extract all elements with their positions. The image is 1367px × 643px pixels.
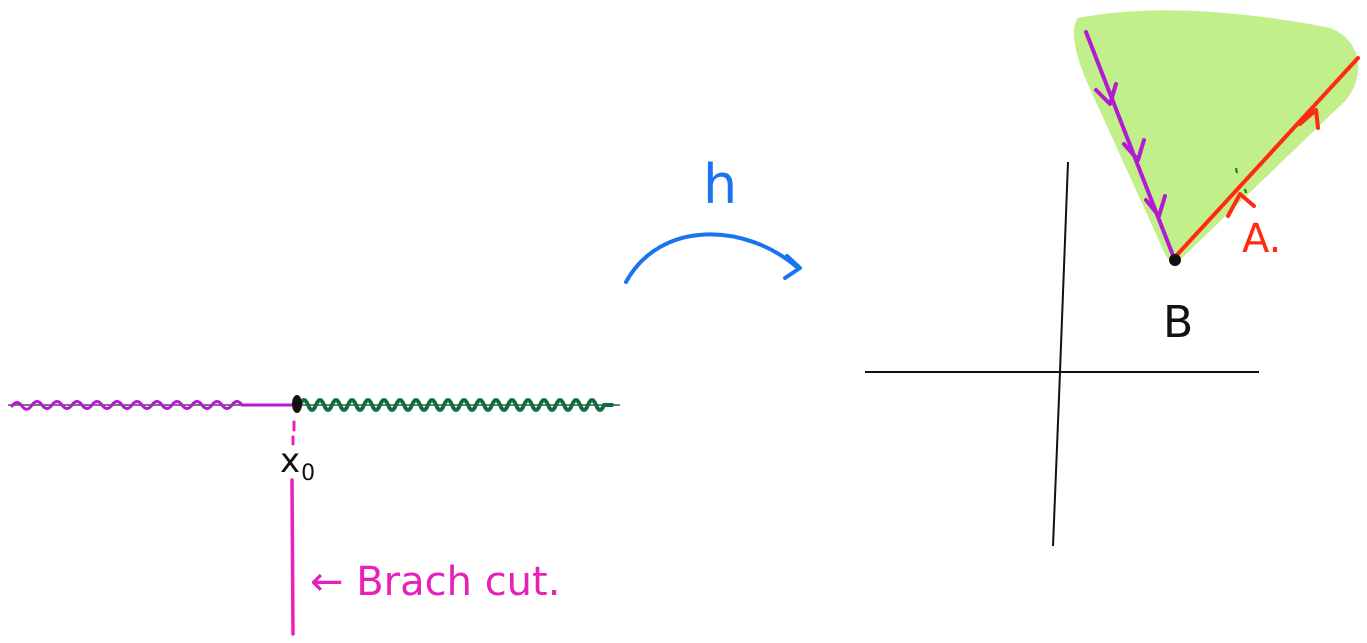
image-imag-axis — [1052, 161, 1069, 547]
purple-edge-arrow-2 — [1122, 138, 1146, 162]
branch-cut-label: ← Brach cut. — [310, 559, 560, 605]
red-edge-arrow-1 — [1226, 192, 1256, 218]
map-arrow-curve — [624, 232, 800, 284]
purple-edge — [1084, 30, 1176, 260]
map-arrow-head — [783, 254, 802, 280]
point-x0-label: x0 — [280, 441, 315, 486]
red-edge — [1174, 56, 1360, 258]
map-name-label: h — [703, 153, 737, 216]
stray-mark-2 — [1244, 188, 1247, 194]
purple-edge-arrow-3 — [1144, 194, 1167, 218]
stray-mark-1 — [1235, 167, 1238, 174]
shaded-region — [1073, 10, 1359, 262]
green-squiggle — [298, 398, 614, 412]
red-edge-arrow-2 — [1298, 108, 1320, 130]
branch-cut-line — [290, 478, 295, 636]
point-x0-letter: x — [280, 441, 300, 481]
purple-squiggle — [10, 400, 294, 411]
point-b-dot — [1169, 254, 1181, 266]
point-x0-dot — [292, 395, 302, 413]
purple-edge-arrow-1 — [1094, 82, 1118, 106]
label-a: A. — [1242, 216, 1281, 262]
point-x0-subscript: 0 — [301, 461, 315, 486]
point-b-label: B — [1163, 297, 1193, 348]
right-plane: B A. — [865, 10, 1360, 547]
left-domain: x0 ← Brach cut. — [8, 395, 620, 636]
map-arrow: h — [624, 153, 802, 284]
